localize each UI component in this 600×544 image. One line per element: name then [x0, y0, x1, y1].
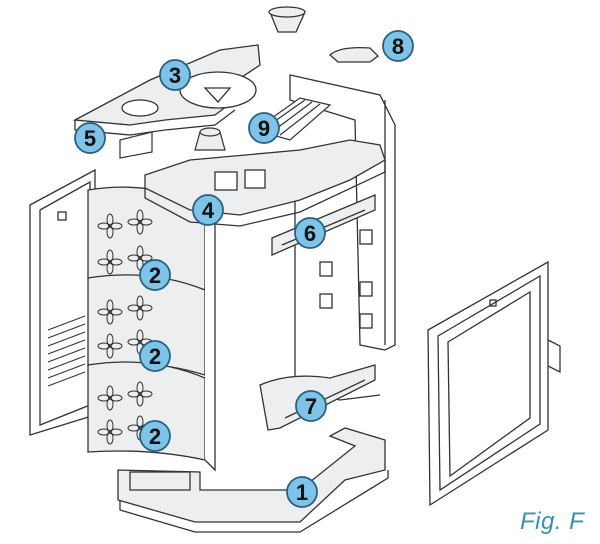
callout-front-panel-bottom: 2 [139, 420, 171, 452]
callout-number: 2 [149, 424, 161, 449]
left-side-door [29, 168, 96, 436]
flower-decoration [127, 245, 153, 271]
side-door-vent-slots [47, 315, 86, 387]
callout-circle [74, 122, 106, 154]
flue-nub [194, 127, 226, 151]
callout-number: 2 [149, 263, 161, 288]
base-ring [117, 427, 389, 533]
flower-decoration [97, 385, 123, 411]
top-cap [268, 6, 307, 33]
callout-front-panel-middle: 2 [139, 340, 171, 372]
callout-circle [295, 390, 327, 422]
callout-number: 4 [202, 198, 215, 223]
callout-lower-side-bracket: 7 [295, 390, 327, 422]
callout-layer: 1 2 2 2 3 4 5 6 7 8 9 [74, 30, 414, 508]
callout-number: 6 [304, 221, 316, 246]
callout-base-ring: 1 [286, 476, 318, 508]
flower-decoration [127, 209, 153, 235]
flower-decoration [97, 249, 123, 275]
callout-number: 3 [169, 63, 181, 88]
callout-circle [139, 420, 171, 452]
callout-number: 2 [149, 344, 161, 369]
front-panel-stack [87, 186, 216, 472]
callout-number: 9 [258, 116, 270, 141]
flower-decoration [97, 213, 123, 239]
flower-decoration [97, 419, 123, 445]
callout-upper-side-bracket: 6 [294, 217, 326, 249]
callout-cap-piece: 8 [382, 30, 414, 62]
front-glass-door [427, 260, 561, 507]
callout-circle [382, 30, 414, 62]
callout-circle [159, 59, 191, 91]
figure-caption: Fig. F [520, 508, 585, 535]
callout-number: 1 [296, 480, 308, 505]
flower-decoration [97, 299, 123, 325]
callout-front-panel-top: 2 [139, 259, 171, 291]
callout-circle [192, 194, 224, 226]
callout-circle [248, 112, 280, 144]
callout-number: 8 [392, 34, 404, 59]
top-side-piece [119, 131, 153, 159]
callout-top-side-piece: 5 [74, 122, 106, 154]
flower-decoration [97, 333, 123, 359]
callout-circle [139, 259, 171, 291]
callout-grate: 9 [248, 112, 280, 144]
cap-piece [329, 47, 379, 63]
flower-decoration [127, 295, 153, 321]
callout-circle [294, 217, 326, 249]
panel-decorations [97, 209, 153, 445]
callout-circle [139, 340, 171, 372]
flower-decoration [127, 381, 153, 407]
top-plate [72, 44, 261, 136]
callout-number: 7 [305, 394, 317, 419]
callout-number: 5 [84, 126, 96, 151]
callout-circle [286, 476, 318, 508]
callout-top-plate: 3 [159, 59, 191, 91]
callout-upper-ring: 4 [192, 194, 224, 226]
